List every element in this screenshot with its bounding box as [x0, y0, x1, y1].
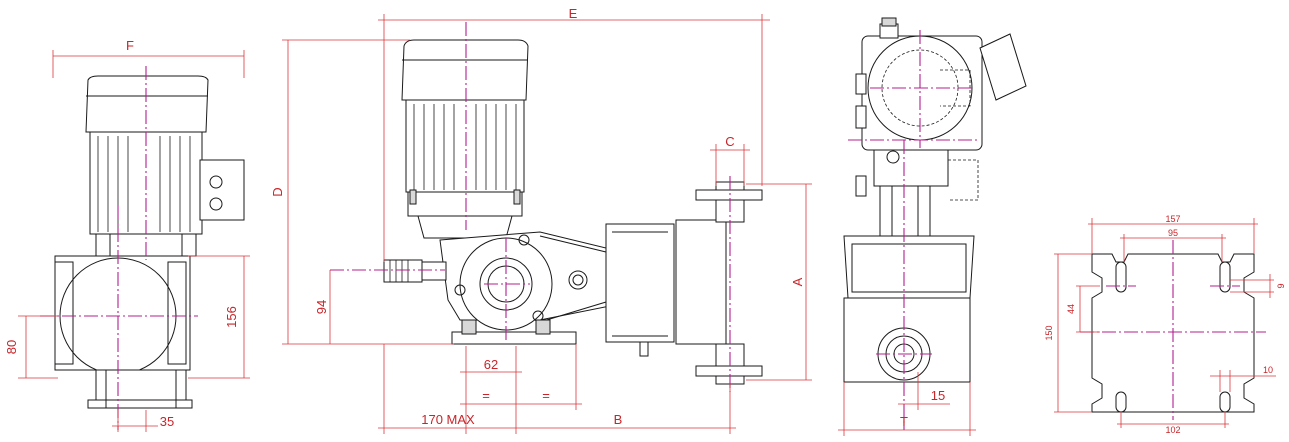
dim-equal-right: = [542, 388, 550, 403]
front-view: E D 94 C A 62 = = 170 MAX B [270, 6, 812, 434]
base-plate-view: 157 95 150 44 9 10 102 [1044, 214, 1286, 435]
dim-35: 35 [160, 414, 174, 429]
dim-equal-left: = [482, 388, 490, 403]
dim-10: 10 [1263, 365, 1273, 375]
motor-fins-front [413, 104, 517, 190]
dim-F: F [126, 38, 134, 53]
motor-fins-left [97, 136, 191, 232]
dim-150: 150 [1044, 325, 1054, 340]
dim-T: T [900, 414, 908, 429]
dim-A: A [790, 277, 805, 286]
dim-B: B [614, 412, 623, 427]
dim-44: 44 [1066, 304, 1076, 314]
dim-C: C [725, 134, 734, 149]
dim-157: 157 [1165, 214, 1180, 224]
dim-102: 102 [1165, 425, 1180, 435]
dim-62: 62 [484, 357, 498, 372]
left-side-view: F 80 156 35 [4, 38, 250, 432]
dim-9: 9 [1276, 283, 1286, 288]
dim-170-max: 170 MAX [421, 412, 475, 427]
end-view: T 15 [838, 17, 1027, 436]
dim-80: 80 [4, 340, 19, 354]
dim-E: E [569, 6, 578, 21]
dim-D: D [270, 187, 285, 196]
dim-95: 95 [1168, 228, 1178, 238]
dim-15: 15 [931, 388, 945, 403]
dim-156: 156 [224, 306, 239, 328]
dim-94: 94 [314, 300, 329, 314]
